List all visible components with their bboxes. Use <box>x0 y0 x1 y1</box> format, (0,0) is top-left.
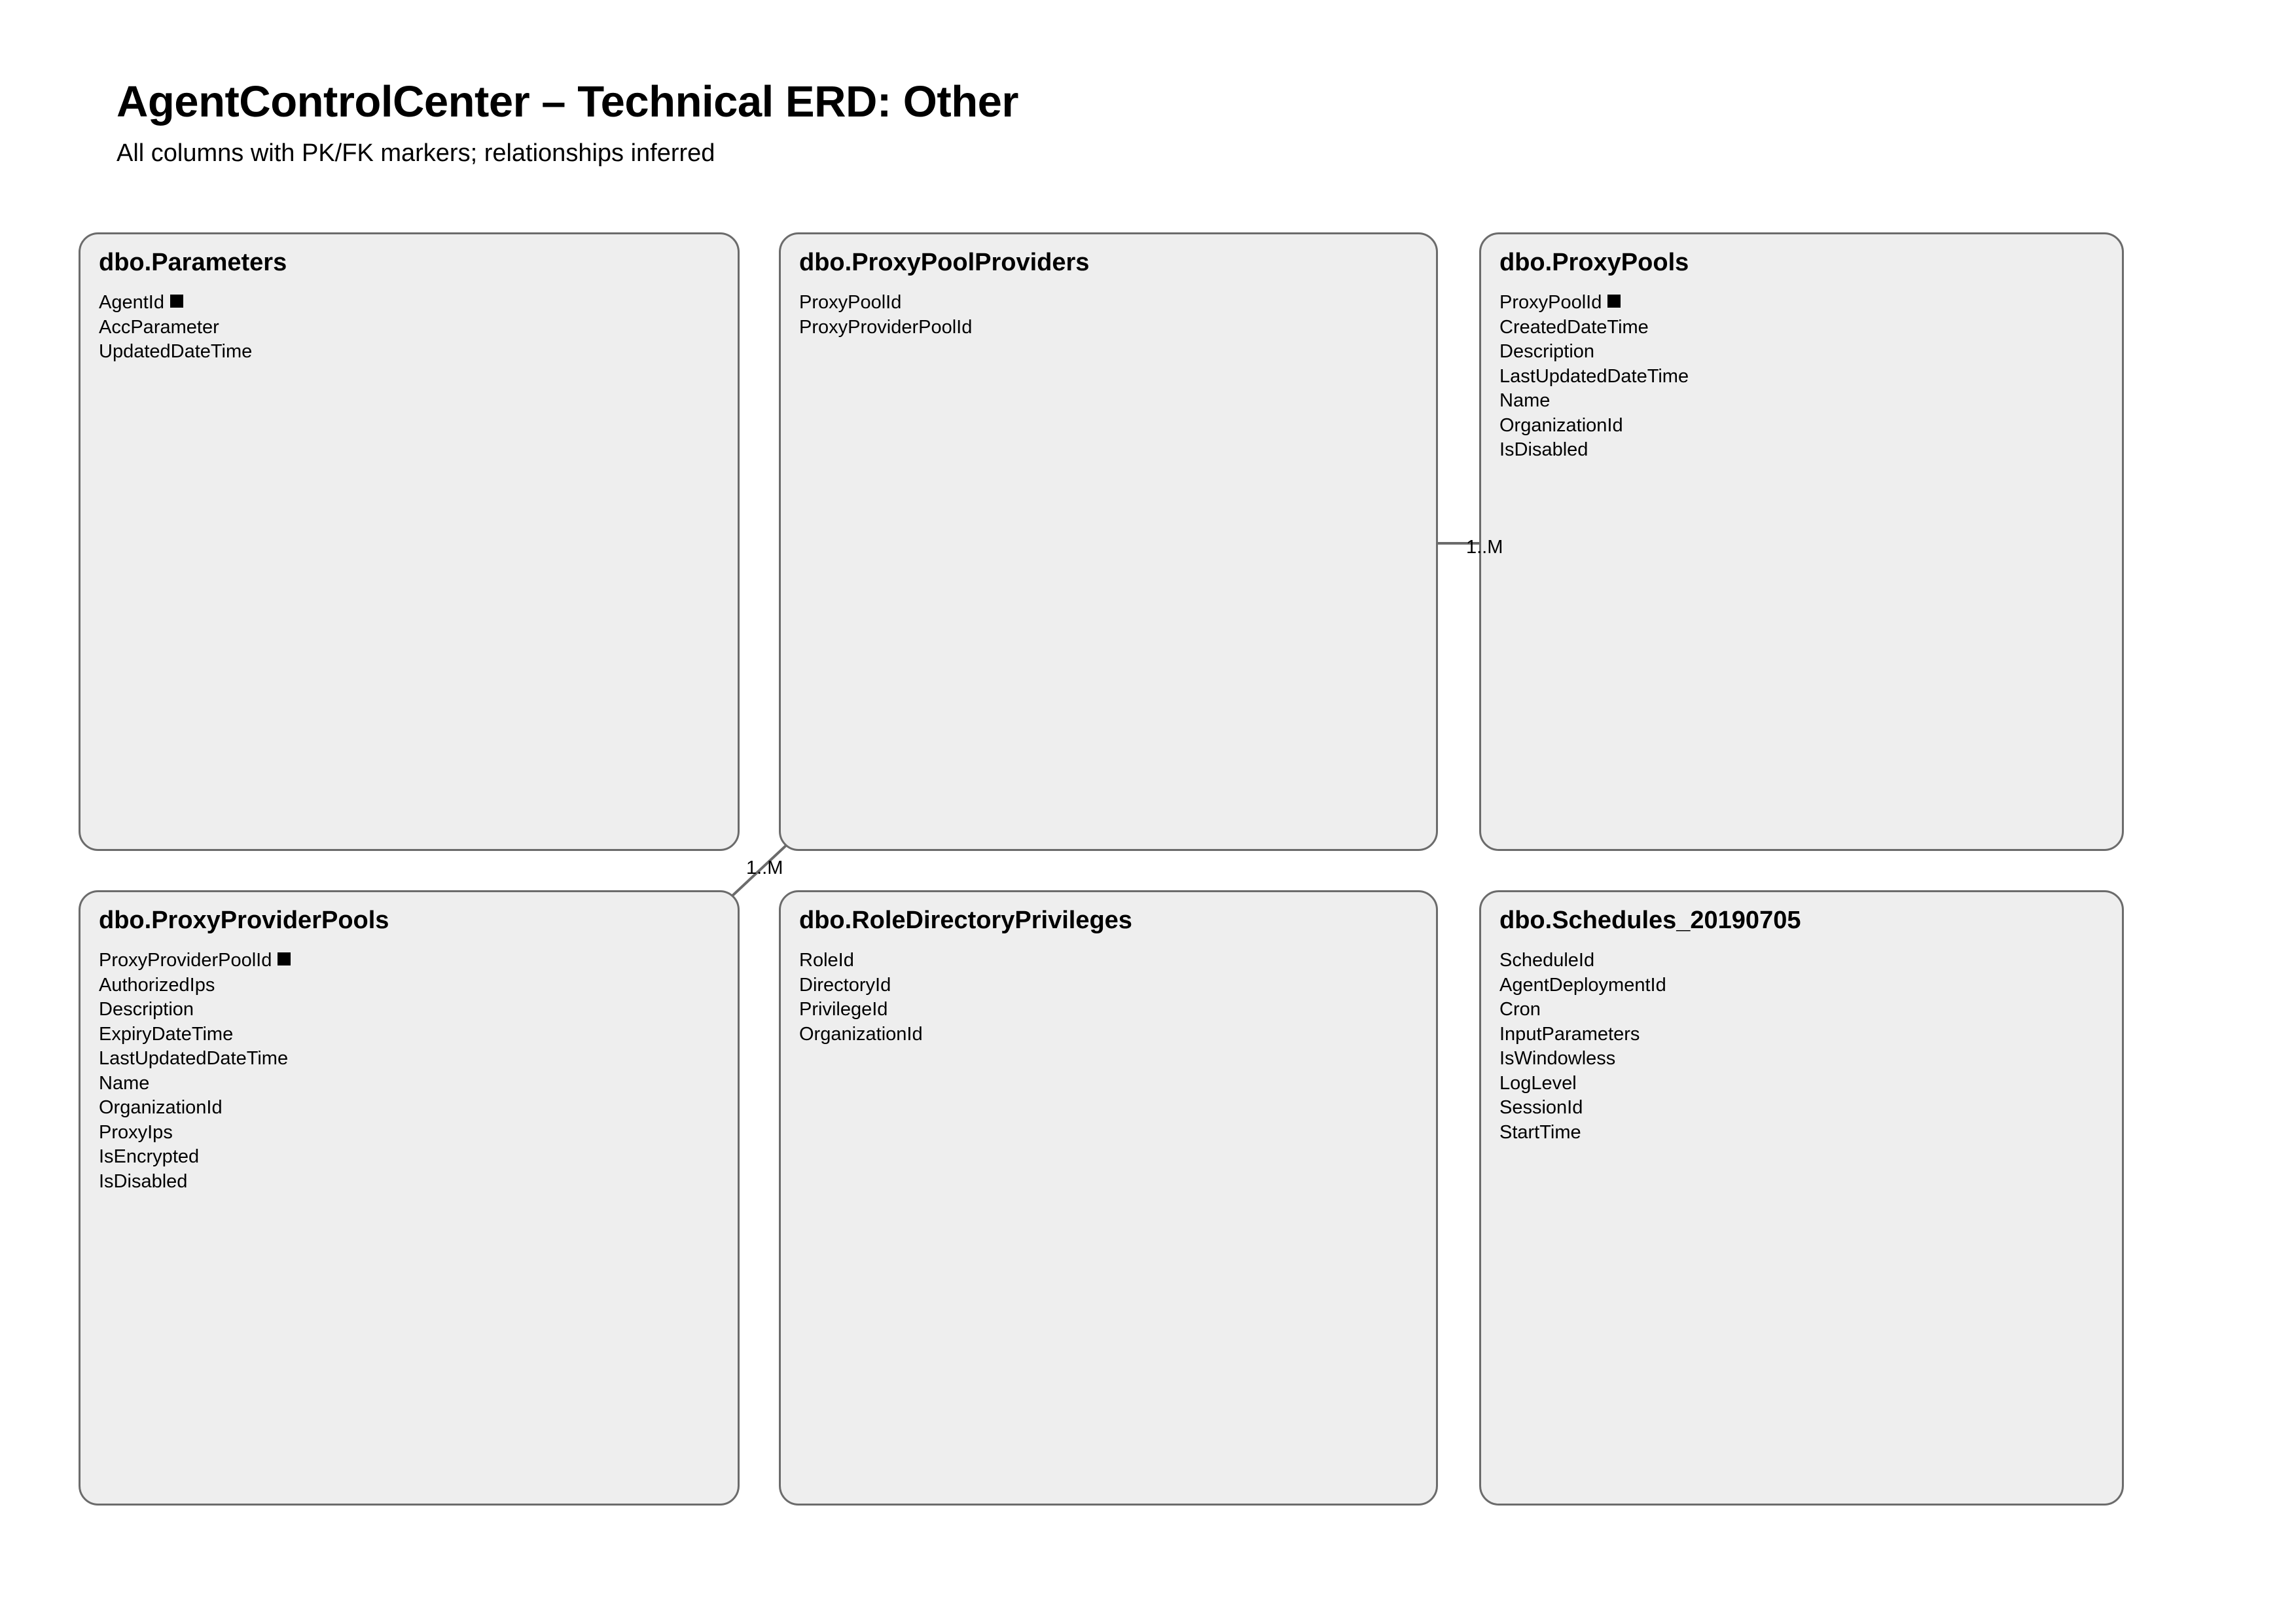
column-row: LogLevel <box>1499 1072 2111 1096</box>
column-name: StartTime <box>1499 1121 1581 1143</box>
column-name: IsEncrypted <box>99 1146 200 1167</box>
column-row: IsEncrypted <box>99 1145 727 1170</box>
column-name: ProxyProviderPoolId <box>99 950 272 971</box>
column-row: SessionId <box>1499 1096 2111 1121</box>
column-row: CreatedDateTime <box>1499 316 2111 340</box>
column-row: Cron <box>1499 998 2111 1022</box>
column-name: ProxyPoolId <box>799 292 902 313</box>
primary-key-marker-icon <box>278 952 291 965</box>
cardinality-label: 1..M <box>746 857 783 878</box>
column-name: LastUpdatedDateTime <box>1499 365 1689 387</box>
entity-title: dbo.ProxyPoolProviders <box>799 249 1090 276</box>
column-row: RoleId <box>799 948 1426 973</box>
column-row: DirectoryId <box>799 973 1426 998</box>
column-row: ProxyProviderPoolId <box>799 316 1426 340</box>
column-name: IsWindowless <box>1499 1048 1616 1069</box>
column-row: Description <box>1499 340 2111 365</box>
column-row: ExpiryDateTime <box>99 1022 727 1047</box>
column-row: Name <box>1499 389 2111 414</box>
column-name: Name <box>1499 390 1551 411</box>
column-row: AgentId <box>99 291 727 316</box>
column-name: ProxyIps <box>99 1121 173 1143</box>
column-row: LastUpdatedDateTime <box>99 1047 727 1072</box>
column-row: OrganizationId <box>99 1096 727 1121</box>
column-name: CreatedDateTime <box>1499 316 1649 338</box>
column-row: ProxyIps <box>99 1121 727 1146</box>
column-row: OrganizationId <box>1499 414 2111 439</box>
column-row: PrivilegeId <box>799 998 1426 1022</box>
column-name: AccParameter <box>99 316 219 338</box>
page-subtitle: All columns with PK/FK markers; relation… <box>117 139 715 168</box>
column-name: PrivilegeId <box>799 999 888 1020</box>
column-row: AgentDeploymentId <box>1499 973 2111 998</box>
column-row: IsDisabled <box>99 1170 727 1195</box>
column-row: ProxyProviderPoolId <box>99 948 727 973</box>
column-row: AccParameter <box>99 316 727 340</box>
column-name: RoleId <box>799 950 854 971</box>
column-name: SessionId <box>1499 1097 1583 1118</box>
column-name: UpdatedDateTime <box>99 341 253 362</box>
column-name: ProxyPoolId <box>1499 292 1602 313</box>
entity-title: dbo.Schedules_20190705 <box>1499 907 1801 934</box>
page-title: AgentControlCenter – Technical ERD: Othe… <box>117 77 1018 126</box>
column-name: ExpiryDateTime <box>99 1023 234 1045</box>
column-name: ProxyProviderPoolId <box>799 316 973 338</box>
column-row: IsWindowless <box>1499 1047 2111 1072</box>
column-name: DirectoryId <box>799 974 891 996</box>
column-name: Description <box>1499 341 1595 362</box>
column-name: IsDisabled <box>99 1170 188 1192</box>
column-name: AuthorizedIps <box>99 974 215 996</box>
column-name: Name <box>99 1072 150 1094</box>
column-name: OrganizationId <box>799 1023 923 1045</box>
column-name: InputParameters <box>1499 1023 1640 1045</box>
column-name: LastUpdatedDateTime <box>99 1048 289 1069</box>
column-row: IsDisabled <box>1499 438 2111 463</box>
page-header: AgentControlCenter – Technical ERD: Othe… <box>117 77 2145 168</box>
column-row: InputParameters <box>1499 1022 2111 1047</box>
primary-key-marker-icon <box>1607 295 1621 308</box>
entity-title: dbo.Parameters <box>99 249 287 276</box>
column-row: ProxyPoolId <box>799 291 1426 316</box>
entity-title: dbo.ProxyProviderPools <box>99 907 389 934</box>
column-row: Name <box>99 1072 727 1096</box>
primary-key-marker-icon <box>170 295 183 308</box>
column-name: AgentId <box>99 292 164 313</box>
cardinality-label: 1..M <box>1466 537 1503 558</box>
column-name: LogLevel <box>1499 1072 1577 1094</box>
entity-title: dbo.RoleDirectoryPrivileges <box>799 907 1132 934</box>
column-name: IsDisabled <box>1499 439 1588 460</box>
column-row: Description <box>99 998 727 1022</box>
column-name: Cron <box>1499 999 1541 1020</box>
column-row: UpdatedDateTime <box>99 340 727 365</box>
column-row: AuthorizedIps <box>99 973 727 998</box>
column-name: Description <box>99 999 194 1020</box>
entity-title: dbo.ProxyPools <box>1499 249 1689 276</box>
column-row: ProxyPoolId <box>1499 291 2111 316</box>
column-name: ScheduleId <box>1499 950 1595 971</box>
column-name: OrganizationId <box>99 1097 223 1118</box>
column-name: AgentDeploymentId <box>1499 974 1666 996</box>
column-name: OrganizationId <box>1499 414 1623 436</box>
column-row: StartTime <box>1499 1121 2111 1146</box>
column-row: LastUpdatedDateTime <box>1499 365 2111 389</box>
column-row: OrganizationId <box>799 1022 1426 1047</box>
column-row: ScheduleId <box>1499 948 2111 973</box>
